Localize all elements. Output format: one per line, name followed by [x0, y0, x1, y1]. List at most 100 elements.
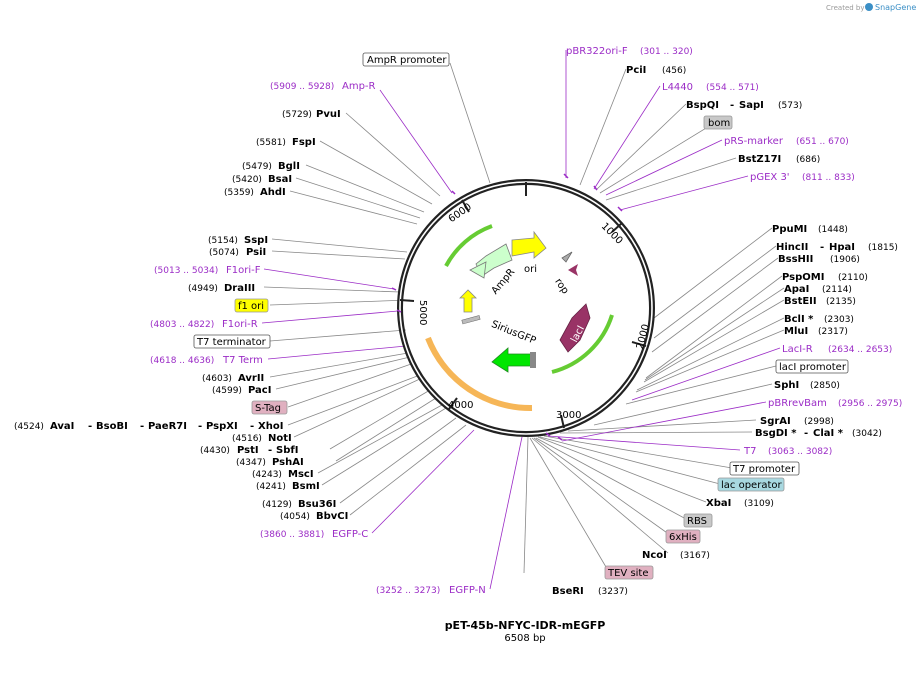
bseri-pos: (3237) [598, 587, 628, 597]
sgrai-label: SgrAI [760, 416, 791, 427]
f1-ori-label: f1 ori [238, 301, 264, 312]
ampr-label: AmpR [490, 267, 518, 297]
snapgene-logo-icon [865, 3, 873, 11]
draiii-label: DraIII [224, 283, 255, 294]
6xhis-label: 6xHis [669, 532, 697, 543]
pspxi-dash: - [198, 421, 202, 432]
lac-operator-box [717, 477, 785, 492]
tick-label-4000: 4000 [448, 400, 473, 411]
mlui-label: MluI [784, 326, 808, 337]
paci-pos: (4599) [212, 386, 242, 396]
bsobi-label: - [88, 421, 92, 432]
sbfi-label: SbfI [276, 445, 298, 456]
tick-label-3000: 3000 [556, 410, 581, 421]
paer7i-dash: - [140, 421, 144, 432]
ampr-arrow-head [469, 261, 487, 279]
sgrai-pos: (2998) [804, 417, 834, 427]
msci-label: MscI [288, 469, 314, 480]
fspi-pos: (5581) [256, 138, 286, 148]
gfp-tag-marker [530, 352, 536, 368]
sapi-dash: - [730, 100, 734, 111]
psti-pos: (4430) [200, 446, 230, 456]
bsai-label: BsaI [268, 174, 292, 185]
bsmi-label: BsmI [292, 481, 320, 492]
msci-pos: (4243) [252, 470, 282, 480]
t7-range: (3063 .. 3082) [768, 447, 832, 457]
primer-markers [391, 173, 623, 441]
laci-promoter-label: lacI promoter [779, 362, 847, 373]
xhoi-dash: - [250, 421, 254, 432]
bseri-label: BseRI [552, 586, 584, 597]
pshai-pos: (4347) [236, 458, 266, 468]
bsshii-pos: (1906) [830, 255, 860, 265]
avrii-label: AvrII [238, 373, 264, 384]
bsu36i-label: Bsu36I [298, 499, 336, 510]
apai-pos: (2114) [822, 285, 852, 295]
bom-box [703, 115, 733, 130]
psti-label: PstI [237, 445, 259, 456]
bom-label: bom [708, 118, 730, 129]
f1ori-r-range: (4803 .. 4822) [150, 320, 214, 330]
prs-marker-label: pRS-marker [724, 136, 784, 147]
apai-label: ApaI [784, 284, 809, 295]
pshai-label: PshAI [272, 457, 304, 468]
f1ori-feature-arrow [459, 289, 477, 313]
t7-terminator-label: T7 terminator [196, 337, 267, 348]
t7-term-range: (4618 .. 4636) [150, 356, 214, 366]
pcii-label: PciI [626, 65, 646, 76]
gfp-orange-arc [425, 336, 533, 412]
egfp-c-range: (3860 .. 3881) [260, 530, 324, 540]
noti-label: NotI [268, 433, 292, 444]
avrii-pos: (4603) [202, 374, 232, 384]
snapgene-brand: SnapGene [875, 3, 916, 12]
sphi-label: SphI [774, 380, 799, 391]
rbs-label: RBS [687, 516, 707, 527]
hpai-dash: - [820, 242, 824, 253]
bstz17i-pos: (686) [796, 155, 820, 165]
egfp-n-label: EGFP-N [449, 585, 486, 596]
prs-marker-range: (651 .. 670) [796, 137, 849, 147]
bsgdi-label: BsgDI * [755, 428, 797, 439]
laci-r-range: (2634 .. 2653) [828, 345, 892, 355]
bsu36i-pos: (4129) [262, 500, 292, 510]
bbvci-label: BbvCI [316, 511, 348, 522]
clai-dash: - [804, 428, 808, 439]
bbvci-pos: (4054) [280, 512, 310, 522]
xhoi-label: XhoI [258, 421, 283, 432]
tick-marks [399, 182, 647, 429]
bgli-label: BglI [278, 161, 300, 172]
ahdi-label: AhdI [260, 187, 286, 198]
bcli-pos: (2303) [824, 315, 854, 325]
t7-terminator-box [193, 334, 271, 349]
egfp-n-range: (3252 .. 3273) [376, 586, 440, 596]
ppumi-pos: (1448) [818, 225, 848, 235]
t7-promoter-box [729, 461, 800, 476]
bsobi-label-text: BsoBI [96, 421, 128, 432]
bsshii-label: BssHII [778, 254, 813, 265]
tick-label-5000: 5000 [417, 300, 428, 325]
ncoi-pos: (3167) [680, 551, 710, 561]
s-tag-label: S-Tag [255, 403, 281, 414]
siriusgfp-label: SiriusGFP [490, 319, 538, 347]
amp-r-label: Amp-R [342, 81, 376, 92]
bstz17i-label: BstZ17I [738, 154, 781, 165]
t7-term-label: T7 Term [222, 355, 263, 366]
created-by-text: Created by [826, 4, 865, 12]
clai-pos: (3042) [852, 429, 882, 439]
xbai-pos: (3109) [744, 499, 774, 509]
sapi-pos: (573) [778, 101, 802, 111]
ori-label: ori [524, 264, 537, 275]
hincii-label: HincII [776, 242, 808, 253]
mlui-pos: (2317) [818, 327, 848, 337]
leader-lines [263, 62, 785, 574]
pbrrevbam-label: pBRrevBam [768, 398, 827, 409]
backbone-circle [397, 179, 655, 437]
plasmid-name: pET-45b-NFYC-IDR-mEGFP [445, 619, 606, 632]
l4440-label: L4440 [662, 82, 693, 93]
sapi-label: SapI [739, 100, 764, 111]
lac-operator-label: lac operator [721, 480, 782, 491]
hpai-pos: (1815) [868, 243, 898, 253]
pspxi-label: PspXI [206, 421, 238, 432]
laci-promoter-box [775, 359, 849, 374]
pspomi-label: PspOMI [782, 272, 824, 283]
